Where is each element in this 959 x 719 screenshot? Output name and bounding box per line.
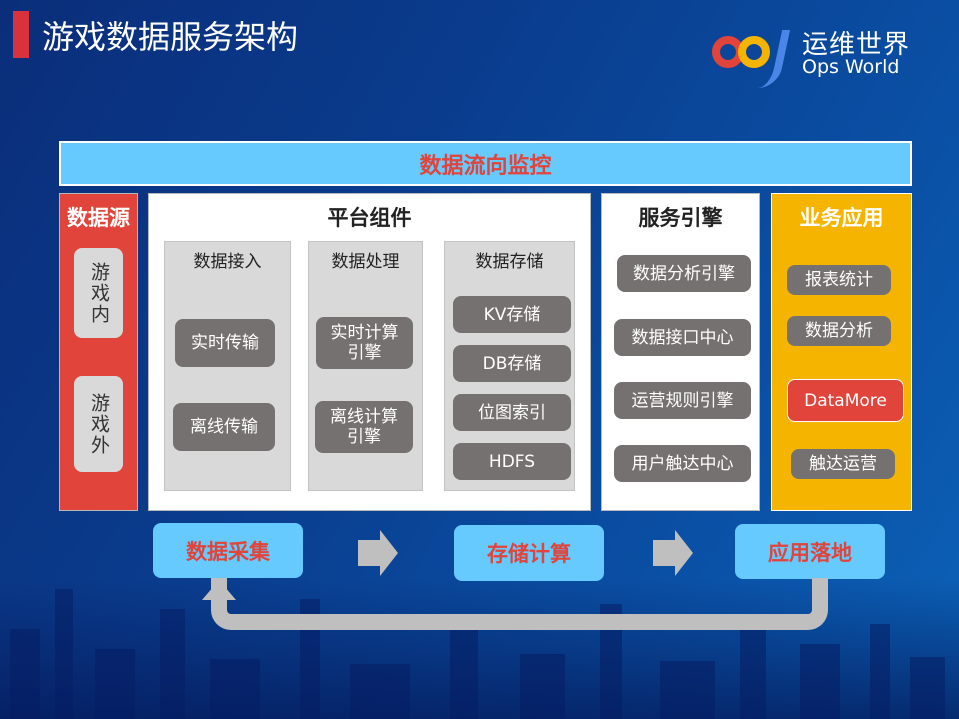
pill-db-storage: DB存储 xyxy=(453,345,571,382)
flow-step-storage-compute: 存储计算 xyxy=(454,525,604,581)
logo-o-yellow-icon xyxy=(738,36,770,68)
city-skyline-background xyxy=(0,579,959,719)
pill-realtime-compute-engine: 实时计算引擎 xyxy=(316,317,413,369)
platform-components-column: 平台组件 数据接入 实时传输 离线传输 数据处理 实时计算引擎 离线计算引擎 数… xyxy=(148,193,591,511)
logo-name-cn: 运维世界 xyxy=(802,30,911,60)
pill-data-interface-center: 数据接口中心 xyxy=(614,319,751,356)
arrow-up-icon xyxy=(202,580,236,600)
flow-step-application-landing: 应用落地 xyxy=(735,524,885,579)
business-title: 业务应用 xyxy=(799,206,884,230)
pill-user-reach-center: 用户触达中心 xyxy=(614,445,751,482)
platform-title: 平台组件 xyxy=(327,206,412,230)
pill-ops-rule-engine: 运营规则引擎 xyxy=(614,382,751,419)
pill-kv-storage: KV存储 xyxy=(453,296,571,333)
source-item-in-game: 游戏内 xyxy=(74,248,123,338)
pill-data-analysis-engine: 数据分析引擎 xyxy=(617,255,751,292)
pill-offline-compute-engine: 离线计算引擎 xyxy=(315,401,413,453)
group-data-ingest: 数据接入 实时传输 离线传输 xyxy=(164,241,291,491)
monitor-label: 数据流向监控 xyxy=(419,153,552,179)
arrow-right-icon xyxy=(358,530,398,576)
ops-world-logo: 运维世界 Ops World xyxy=(712,22,912,92)
pill-datamore: DataMore xyxy=(787,379,904,422)
title-accent-bar xyxy=(13,11,29,58)
pill-report-statistics: 报表统计 xyxy=(787,265,891,295)
pill-offline-transfer: 离线传输 xyxy=(173,403,275,451)
pill-data-analysis: 数据分析 xyxy=(787,316,891,346)
logo-name-en: Ops World xyxy=(802,56,900,78)
group-title: 数据处理 xyxy=(331,252,400,272)
pill-reach-operations: 触达运营 xyxy=(791,449,895,479)
group-title: 数据接入 xyxy=(193,252,262,272)
pill-realtime-transfer: 实时传输 xyxy=(175,319,275,367)
feedback-loop-arrow xyxy=(211,578,828,630)
page-title: 游戏数据服务架构 xyxy=(42,18,299,56)
service-engine-column: 服务引擎 数据分析引擎 数据接口中心 运营规则引擎 用户触达中心 xyxy=(601,193,760,511)
arrow-right-icon xyxy=(653,530,693,576)
group-data-processing: 数据处理 实时计算引擎 离线计算引擎 xyxy=(308,241,423,491)
data-flow-monitor-banner: 数据流向监控 xyxy=(59,141,912,186)
pill-bitmap-index: 位图索引 xyxy=(453,394,571,431)
source-item-out-game: 游戏外 xyxy=(74,376,123,472)
pill-hdfs: HDFS xyxy=(453,443,571,480)
business-app-column: 业务应用 报表统计 数据分析 DataMore 触达运营 xyxy=(771,193,912,511)
group-title: 数据存储 xyxy=(475,252,544,272)
flow-step-data-collection: 数据采集 xyxy=(153,523,303,578)
group-data-storage: 数据存储 KV存储 DB存储 位图索引 HDFS xyxy=(444,241,575,491)
data-source-title: 数据源 xyxy=(67,206,130,230)
data-source-column: 数据源 游戏内 游戏外 xyxy=(59,193,138,511)
service-title: 服务引擎 xyxy=(638,206,723,230)
